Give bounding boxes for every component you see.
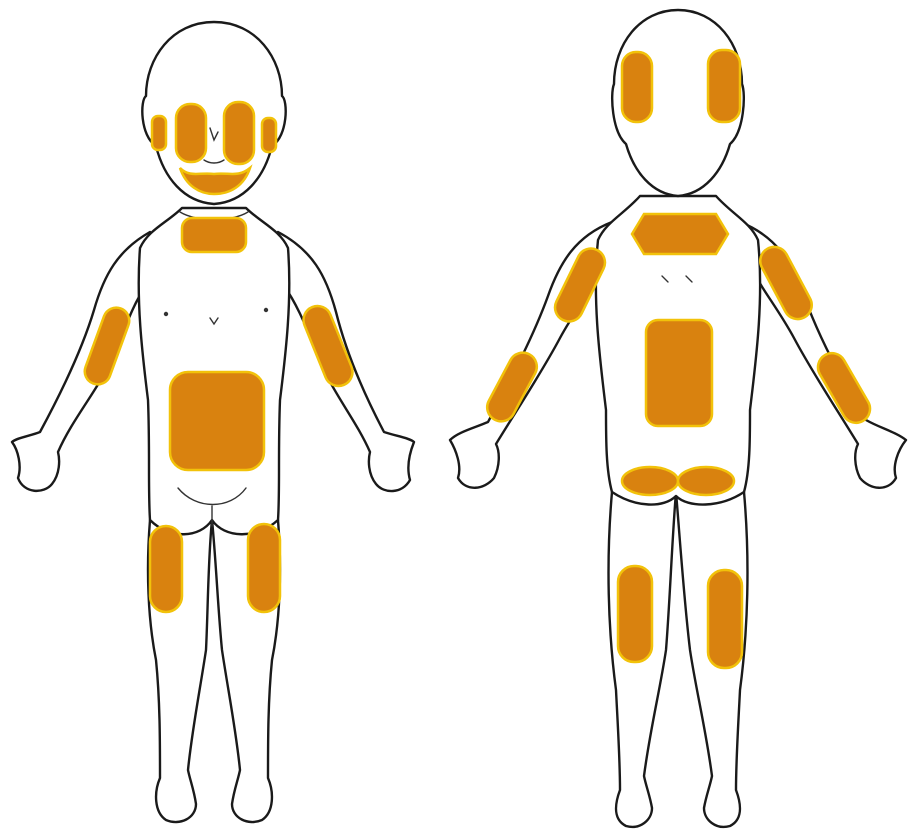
zone-back-left-thigh	[708, 570, 742, 668]
front-figure	[12, 22, 414, 822]
zone-front-left-upper-arm	[299, 302, 356, 390]
front-right-nipple	[164, 312, 168, 316]
front-right-arm-outline	[12, 232, 150, 491]
zone-front-left-thigh	[248, 524, 280, 612]
zone-back-lower-back	[646, 320, 712, 426]
zone-back-head-right	[708, 50, 740, 122]
zone-back-right-buttock	[622, 467, 678, 495]
zone-back-head-left	[622, 52, 652, 122]
zone-front-left-cheek	[224, 102, 254, 164]
back-figure	[450, 10, 906, 827]
zone-front-left-ear	[262, 118, 276, 152]
zone-back-right-thigh	[618, 566, 652, 662]
zone-back-upper-back	[632, 214, 728, 254]
zone-back-left-buttock	[678, 467, 734, 495]
zone-front-right-thigh	[150, 526, 182, 612]
zone-front-right-ear	[152, 116, 166, 150]
front-left-nipple	[264, 308, 268, 312]
zone-front-right-cheek	[176, 104, 206, 162]
zone-front-abdomen	[170, 372, 264, 470]
zone-front-neck	[182, 218, 246, 252]
